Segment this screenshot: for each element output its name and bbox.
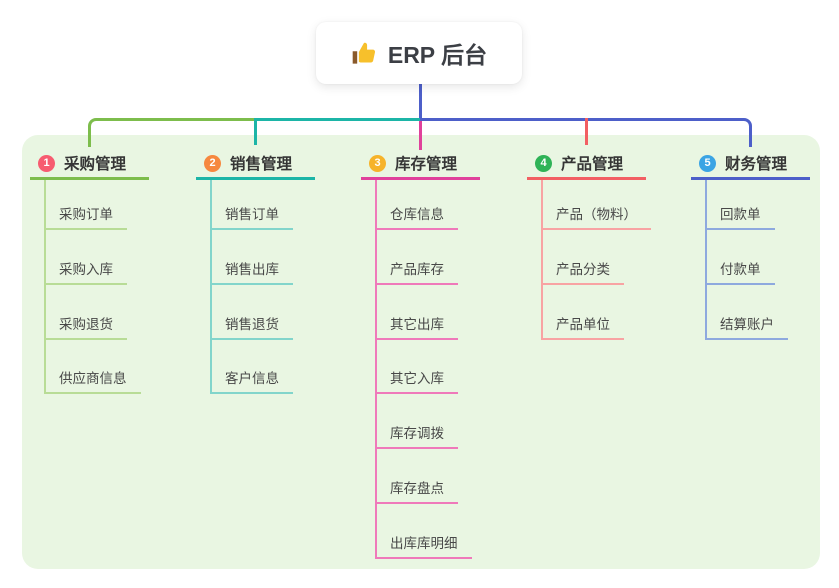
drop-connector-inventory xyxy=(419,121,422,150)
node-product-category[interactable]: 产品分类 xyxy=(543,230,624,285)
badge-5-icon: 5 xyxy=(699,154,716,172)
drop-connector-sales xyxy=(254,118,257,145)
branch-product-title[interactable]: 4 产品管理 xyxy=(527,149,646,180)
root-node-label: ERP 后台 xyxy=(387,42,488,68)
node-product-material[interactable]: 产品（物料） xyxy=(543,180,651,230)
badge-2-icon: 2 xyxy=(204,154,221,172)
branch-inventory-label: 库存管理 xyxy=(395,156,458,173)
branch-purchase-label: 采购管理 xyxy=(64,156,127,173)
node-purchase-inbound[interactable]: 采购入库 xyxy=(46,230,127,285)
branch-sales: 2 销售管理 销售订单 销售出库 销售退货 客户信息 xyxy=(196,149,315,395)
bus-segment-blue xyxy=(420,118,741,121)
bus-corner-left xyxy=(88,118,100,132)
branch-product-label: 产品管理 xyxy=(561,156,624,173)
node-sales-return[interactable]: 销售退货 xyxy=(212,285,293,340)
branch-purchase-children: 采购订单 采购入库 采购退货 供应商信息 xyxy=(44,180,141,395)
branch-finance-title[interactable]: 5 财务管理 xyxy=(691,149,810,180)
node-payment-form[interactable]: 付款单 xyxy=(707,230,775,285)
node-customer-info[interactable]: 客户信息 xyxy=(212,340,293,395)
node-outbound-detail[interactable]: 出库库明细 xyxy=(377,504,472,559)
node-settlement-account[interactable]: 结算账户 xyxy=(707,285,788,340)
branch-inventory: 3 库存管理 仓库信息 产品库存 其它出库 其它入库 库存调拨 库存盘点 出库库… xyxy=(361,149,480,559)
branches-background-panel xyxy=(22,135,820,569)
bus-segment-green xyxy=(99,118,254,121)
node-other-inbound[interactable]: 其它入库 xyxy=(377,340,458,395)
branch-sales-label: 销售管理 xyxy=(230,156,293,173)
node-stock-transfer[interactable]: 库存调拨 xyxy=(377,394,458,450)
node-other-outbound[interactable]: 其它出库 xyxy=(377,285,458,340)
node-sales-order[interactable]: 销售订单 xyxy=(212,180,293,230)
bus-segment-teal xyxy=(254,118,420,121)
root-node[interactable]: ERP 后台 xyxy=(316,22,522,84)
branch-sales-children: 销售订单 销售出库 销售退货 客户信息 xyxy=(210,180,293,395)
branch-sales-title[interactable]: 2 销售管理 xyxy=(196,149,315,180)
branch-product-children: 产品（物料） 产品分类 产品单位 xyxy=(541,180,651,340)
branch-finance-children: 回款单 付款单 结算账户 xyxy=(705,180,788,340)
branch-product: 4 产品管理 产品（物料） 产品分类 产品单位 xyxy=(527,149,651,340)
badge-1-icon: 1 xyxy=(38,154,55,172)
node-receipt-form[interactable]: 回款单 xyxy=(707,180,775,230)
bus-corner-right xyxy=(740,118,752,132)
branch-finance-label: 财务管理 xyxy=(725,156,788,173)
branch-purchase: 1 采购管理 采购订单 采购入库 采购退货 供应商信息 xyxy=(30,149,149,395)
drop-connector-product xyxy=(585,118,588,145)
node-purchase-return[interactable]: 采购退货 xyxy=(46,285,127,340)
drop-connector-purchase xyxy=(88,130,91,147)
drop-connector-finance xyxy=(749,130,752,147)
node-warehouse-info[interactable]: 仓库信息 xyxy=(377,180,458,230)
node-purchase-order[interactable]: 采购订单 xyxy=(46,180,127,230)
branch-inventory-children: 仓库信息 产品库存 其它出库 其它入库 库存调拨 库存盘点 出库库明细 xyxy=(375,180,472,559)
branch-finance: 5 财务管理 回款单 付款单 结算账户 xyxy=(691,149,810,340)
thumbs-up-icon xyxy=(352,42,375,64)
badge-4-icon: 4 xyxy=(535,154,552,172)
node-product-unit[interactable]: 产品单位 xyxy=(543,285,624,340)
node-stock-count[interactable]: 库存盘点 xyxy=(377,449,458,504)
branch-purchase-title[interactable]: 1 采购管理 xyxy=(30,149,149,180)
node-sales-outbound[interactable]: 销售出库 xyxy=(212,230,293,285)
branch-inventory-title[interactable]: 3 库存管理 xyxy=(361,149,480,180)
node-supplier-info[interactable]: 供应商信息 xyxy=(46,340,141,395)
node-product-stock[interactable]: 产品库存 xyxy=(377,230,458,285)
root-trunk-connector xyxy=(419,84,422,121)
badge-3-icon: 3 xyxy=(369,154,386,172)
